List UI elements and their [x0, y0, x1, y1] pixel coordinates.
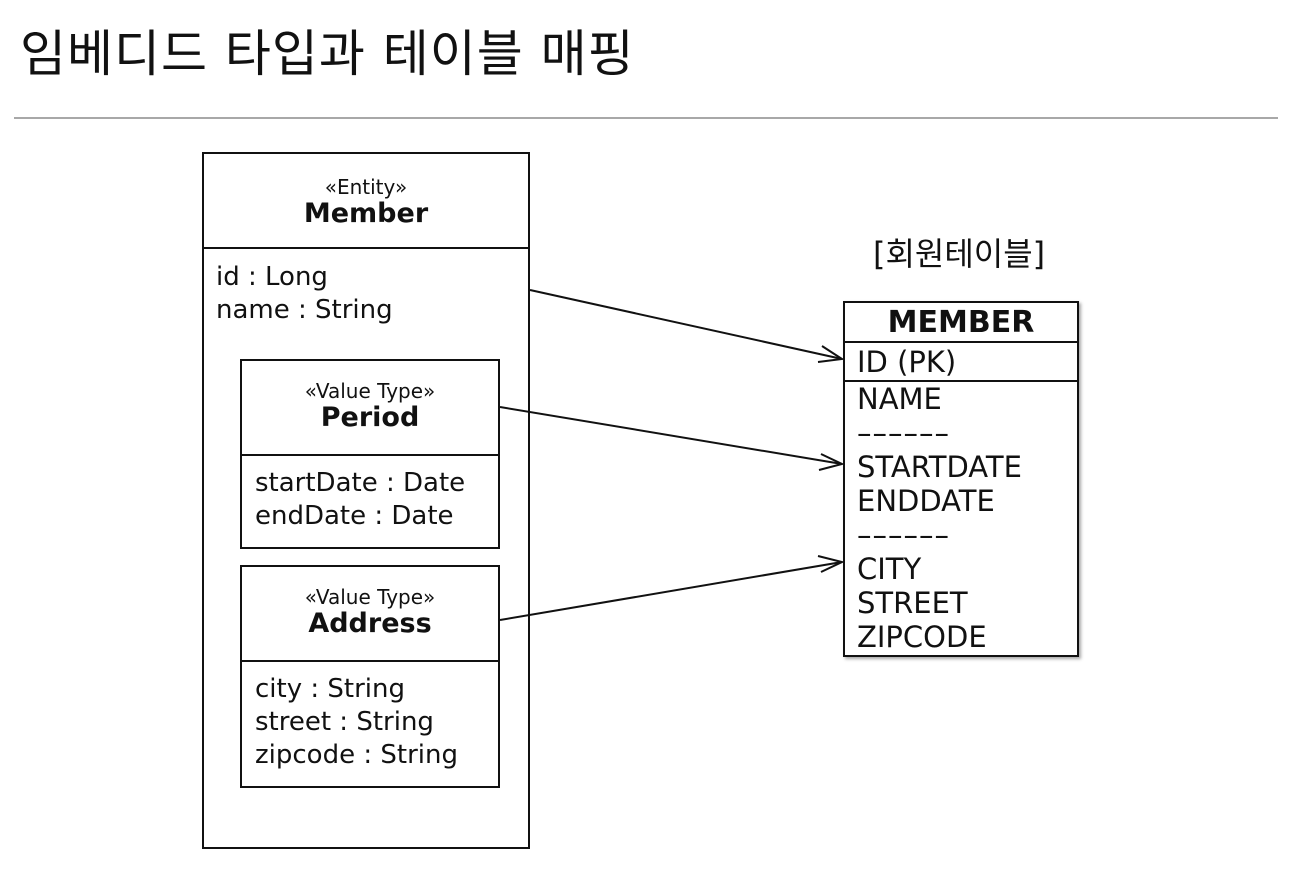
period-header: «Value Type» Period: [242, 361, 498, 456]
arrowhead-entity-to-id: [817, 345, 845, 363]
table-caption: [회원테이블]: [873, 235, 1046, 273]
address-attributes: city : String street : String zipcode : …: [242, 662, 498, 772]
address-stereotype: «Value Type»: [304, 585, 436, 609]
column-zipcode: ZIPCODE: [857, 620, 987, 654]
column-name: NAME: [857, 382, 942, 416]
value-type-period-class: «Value Type» Period startDate : Date end…: [240, 359, 500, 549]
slide-title: 임베디드 타입과 테이블 매핑: [20, 25, 635, 83]
period-attribute-startdate: startDate : Date: [255, 468, 466, 498]
value-type-address-class: «Value Type» Address city : String stree…: [240, 565, 500, 788]
address-attribute-street: street : String: [255, 707, 434, 737]
period-class-name: Period: [320, 402, 420, 433]
arrow-period-to-startdate: [499, 406, 843, 465]
table-name: MEMBER: [845, 303, 1077, 343]
column-separator: ––––––: [857, 518, 950, 552]
table-columns: NAME –––––– STARTDATE ENDDATE –––––– CIT…: [845, 382, 1077, 654]
entity-attribute-name: name : String: [216, 295, 393, 325]
column-separator: ––––––: [857, 416, 950, 450]
entity-class-name: Member: [303, 198, 429, 229]
arrow-address-to-city: [499, 561, 843, 621]
column-enddate: ENDDATE: [857, 484, 995, 518]
entity-member-attributes: id : Long name : String: [204, 249, 528, 327]
address-attribute-city: city : String: [255, 674, 405, 704]
column-street: STREET: [857, 586, 968, 620]
period-attribute-enddate: endDate : Date: [255, 501, 454, 531]
column-startdate: STARTDATE: [857, 450, 1022, 484]
table-pk-column: ID (PK): [845, 343, 1077, 382]
address-class-name: Address: [308, 608, 432, 639]
column-city: CITY: [857, 552, 922, 586]
title-divider: [14, 117, 1278, 119]
address-attribute-zipcode: zipcode : String: [255, 740, 458, 770]
address-header: «Value Type» Address: [242, 567, 498, 662]
entity-attribute-id: id : Long: [216, 262, 328, 292]
period-attributes: startDate : Date endDate : Date: [242, 456, 498, 533]
entity-stereotype: «Entity»: [324, 175, 408, 199]
arrow-entity-to-id: [529, 289, 843, 360]
arrowhead-address-to-city: [817, 555, 845, 573]
member-table: MEMBER ID (PK) NAME –––––– STARTDATE END…: [843, 301, 1079, 657]
arrowhead-period-to-startdate: [818, 453, 845, 471]
entity-member-header: «Entity» Member: [204, 154, 528, 249]
period-stereotype: «Value Type»: [304, 379, 436, 403]
